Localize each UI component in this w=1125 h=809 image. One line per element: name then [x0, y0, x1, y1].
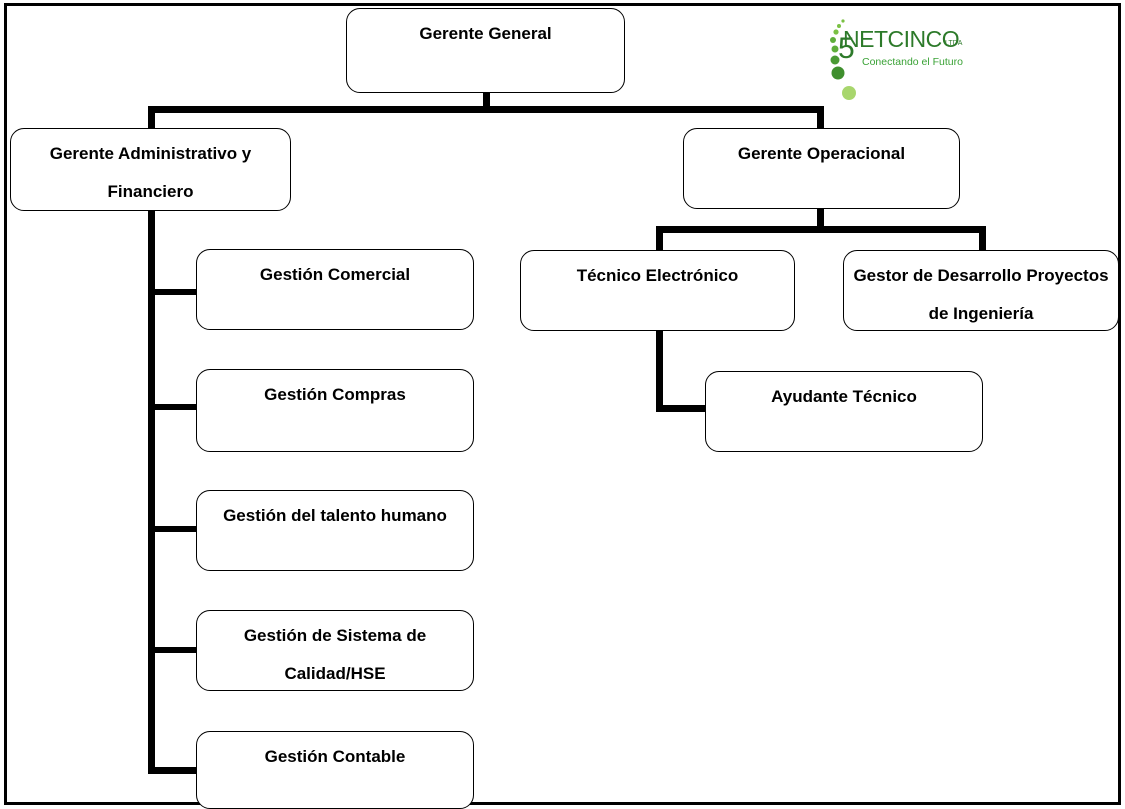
connector-branch-commercial — [148, 289, 196, 295]
node-gerente-general: Gerente General — [346, 8, 625, 93]
connector-root-down — [483, 92, 490, 112]
netcinco-logo: 5 — [830, 19, 856, 100]
connector-to-admin — [148, 106, 155, 135]
connector-to-electronics — [656, 226, 663, 252]
connector-branch-quality — [148, 647, 196, 653]
node-gestion-comercial: Gestión Comercial — [196, 249, 474, 330]
connector-to-assistant — [656, 405, 706, 412]
node-gestor-desarrollo: Gestor de Desarrollo Proyectos de Ingeni… — [843, 250, 1119, 331]
node-gestion-talento-humano: Gestión del talento humano — [196, 490, 474, 571]
connector-branch-accounting — [148, 767, 196, 774]
node-gestion-contable: Gestión Contable — [196, 731, 474, 809]
connector-to-operations — [817, 106, 824, 130]
logo-name: NETCINCO — [843, 26, 960, 52]
logo-digit: 5 — [838, 32, 855, 65]
node-gerente-administrativo: Gerente Administrativo y Financiero — [10, 128, 291, 211]
connector-operations-horizontal — [656, 226, 986, 233]
connector-branch-talent — [148, 526, 196, 532]
node-ayudante-tecnico: Ayudante Técnico — [705, 371, 983, 452]
connector-electronics-down — [656, 330, 663, 412]
connector-to-dev-manager — [979, 226, 986, 252]
connector-top-horizontal — [148, 106, 824, 113]
node-gestion-compras: Gestión Compras — [196, 369, 474, 452]
logo-tagline: Conectando el Futuro — [862, 56, 963, 68]
node-gerente-operacional: Gerente Operacional — [683, 128, 960, 209]
chart-frame — [4, 3, 1121, 805]
connector-branch-purchasing — [148, 404, 196, 410]
node-tecnico-electronico: Técnico Electrónico — [520, 250, 795, 331]
logo-suffix: LTDA — [945, 40, 963, 47]
node-gestion-calidad-hse: Gestión de Sistema de Calidad/HSE — [196, 610, 474, 691]
connector-admin-trunk — [148, 210, 155, 774]
connector-operations-down — [817, 208, 824, 230]
